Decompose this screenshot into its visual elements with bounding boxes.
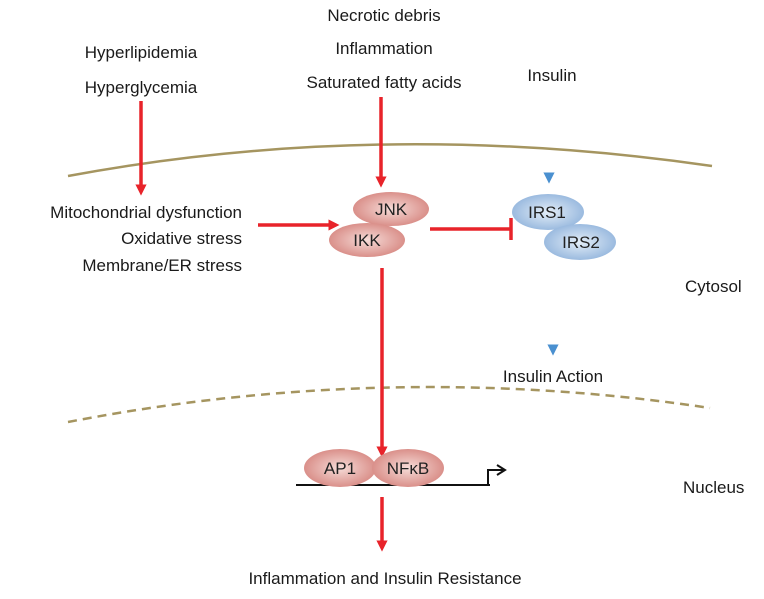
hyperlipidemia-label: Hyperlipidemia: [85, 43, 198, 62]
membrane-er-stress-label: Membrane/ER stress: [82, 256, 242, 275]
oxidative-stress-label: Oxidative stress: [121, 229, 242, 248]
nucleus-label: Nucleus: [683, 478, 744, 497]
transcription-start-arrow: [487, 469, 503, 485]
saturated-fatty-acids-label: Saturated fatty acids: [307, 73, 462, 92]
transcription-arrowhead: [496, 464, 507, 476]
necrotic-debris-label: Necrotic debris: [327, 6, 440, 25]
nfkb-node: [372, 449, 444, 487]
jnk-node: [353, 192, 429, 226]
inflammation-label: Inflammation: [335, 39, 432, 58]
plasma-membrane: [67, 143, 713, 178]
insulin-label: Insulin: [527, 66, 576, 85]
ap1-node: [304, 449, 376, 487]
mitochondrial-dysfunction-label: Mitochondrial dysfunction: [50, 203, 242, 222]
irs1-node: [512, 194, 584, 230]
hyperglycemia-label: Hyperglycemia: [85, 78, 198, 97]
ikk-node: [329, 223, 405, 257]
ap1-label: AP1: [324, 459, 356, 478]
insulin-action-label: Insulin Action: [503, 367, 603, 386]
outcome-label: Inflammation and Insulin Resistance: [248, 569, 521, 588]
irs1-label: IRS1: [528, 203, 566, 222]
ikk-label: IKK: [353, 231, 381, 250]
irs2-label: IRS2: [562, 233, 600, 252]
nfkb-label: NFκB: [387, 459, 430, 478]
irs2-node: [544, 224, 616, 260]
jnk-label: JNK: [375, 200, 408, 219]
cytosol-label: Cytosol: [685, 277, 742, 296]
nuclear-envelope: [67, 385, 711, 424]
